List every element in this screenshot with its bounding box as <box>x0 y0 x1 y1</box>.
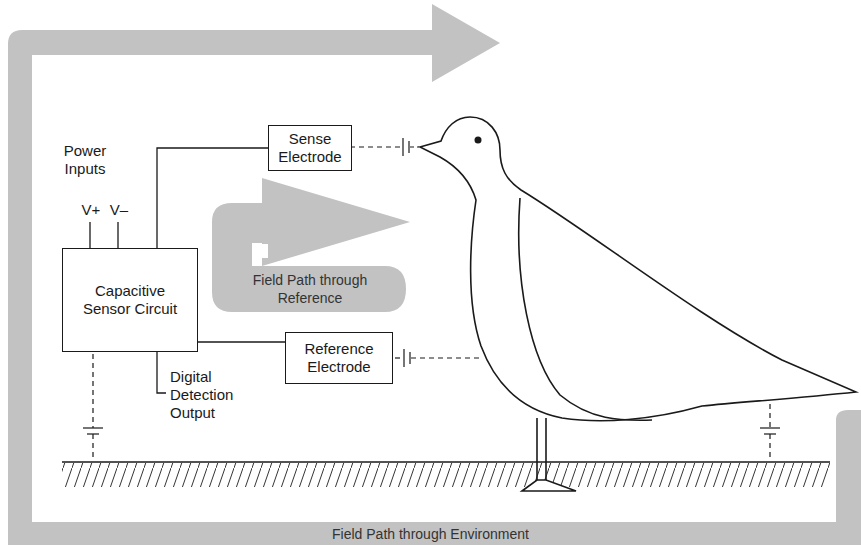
sensor-circuit-box: Capacitive Sensor Circuit <box>62 248 198 352</box>
electrode-box: Sense Electrode <box>268 125 352 171</box>
ground-plane <box>62 462 830 487</box>
environment-field-arrow <box>8 4 861 545</box>
field-path-label: Field Path through Reference <box>222 271 398 307</box>
pin-label: V+ <box>78 201 104 219</box>
electrode-box: Reference Electrode <box>285 332 393 384</box>
box-label: Sense Electrode <box>277 130 343 166</box>
reference-field-arrow <box>212 178 410 312</box>
bird-illustration <box>420 117 856 491</box>
field-path-label: Field Path through Environment <box>0 525 861 543</box>
box-label: Capacitive Sensor Circuit <box>71 282 189 318</box>
power-label: Power Inputs <box>50 142 120 178</box>
circuit-wire <box>198 341 285 342</box>
box-label: Reference Electrode <box>294 340 384 376</box>
output-label: Digital Detection Output <box>170 368 254 422</box>
circuit-wire <box>157 148 268 248</box>
pin-label: V– <box>106 201 132 219</box>
